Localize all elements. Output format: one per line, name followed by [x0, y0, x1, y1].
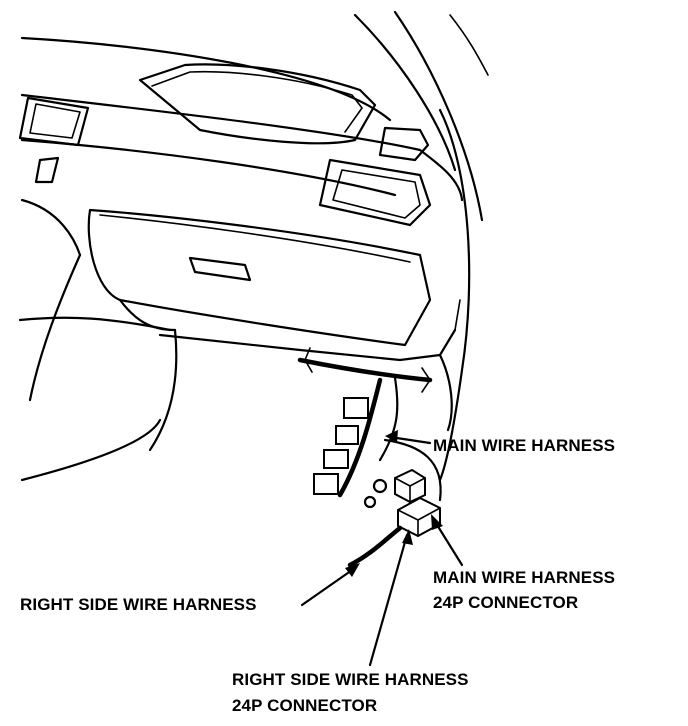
right-connector-arrowhead [402, 529, 413, 545]
right-side-harness-arrowhead [345, 563, 360, 577]
grommet [363, 495, 377, 509]
right-connector-label-line2: 24P CONNECTOR [232, 696, 378, 715]
leader-arrows [300, 430, 464, 667]
main-wire-harness-arrowhead [385, 430, 398, 443]
relay-block [343, 397, 369, 419]
right-side-harness-leader [300, 566, 357, 607]
main-connector-label-line2: 24P CONNECTOR [433, 593, 579, 612]
main-connector-arrowhead [431, 514, 443, 530]
main-connector-label-line1: MAIN WIRE HARNESS [433, 568, 616, 587]
right-connector-label-line1: RIGHT SIDE WIRE HARNESS [232, 670, 469, 689]
relay-block [323, 449, 349, 469]
right-side-wire-harness-wire [347, 525, 403, 568]
main-wire-harness-label: MAIN WIRE HARNESS [433, 436, 616, 455]
main-harness-24p-connector-shape [394, 468, 426, 504]
relay-block [335, 425, 359, 445]
relay-block [313, 473, 339, 495]
right-side-wire-harness-label: RIGHT SIDE WIRE HARNESS [20, 595, 257, 614]
dashboard-outline [18, 10, 489, 482]
relay-blocks [313, 397, 388, 509]
right-connector-leader [368, 533, 409, 667]
grommet [372, 478, 388, 494]
